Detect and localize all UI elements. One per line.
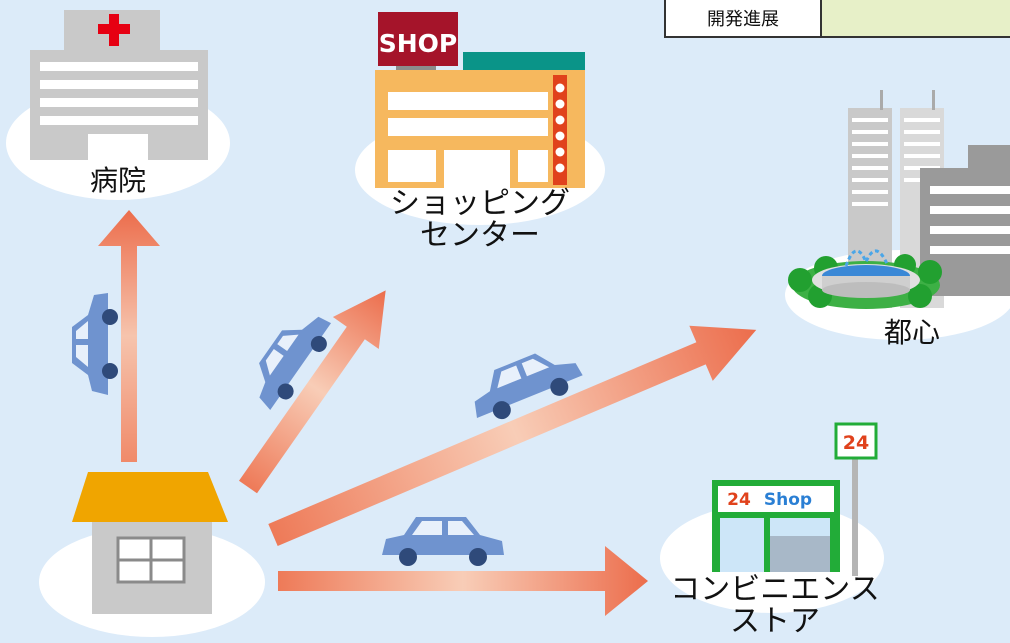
convenience-store-label-line1: コンビニエンス — [670, 572, 880, 607]
hospital-label: 病院 — [89, 164, 146, 197]
arrow-to-city-center — [268, 325, 757, 547]
convenience-store-label-line2: ストア — [730, 604, 820, 640]
arrow-to-hospital — [98, 210, 160, 462]
hospital-icon — [30, 10, 208, 160]
shopping-center-label-line2: センター — [420, 218, 540, 254]
arrow-to-convenience-store — [278, 546, 648, 616]
shopping-center-label: ショッピング センター — [370, 186, 590, 254]
shop-sign-text: SHOP — [379, 29, 458, 58]
house-icon — [72, 472, 228, 614]
car-icon — [259, 316, 332, 410]
shop-sign — [378, 12, 458, 66]
convenience-store-icon: 24 24 Shop — [712, 422, 878, 576]
store-sign-number: 24 — [727, 490, 751, 510]
convenience-store-label: コンビニエンス ストア — [655, 572, 895, 640]
car-icon — [474, 353, 583, 420]
shopping-center-icon: SHOP — [375, 12, 585, 188]
city-center-label: 都心 — [883, 316, 940, 349]
fountain-icon — [788, 249, 942, 309]
shopping-center-label-line1: ショッピング — [390, 186, 570, 221]
car-icon — [382, 517, 504, 566]
pole-sign-text: 24 — [843, 432, 869, 454]
arrow-to-shopping-center — [238, 290, 386, 494]
car-icon — [72, 293, 118, 395]
store-sign-word: Shop — [764, 490, 812, 510]
development-badge: 開発進展 — [664, 0, 822, 38]
map-thumbnail-strip — [822, 0, 1010, 38]
